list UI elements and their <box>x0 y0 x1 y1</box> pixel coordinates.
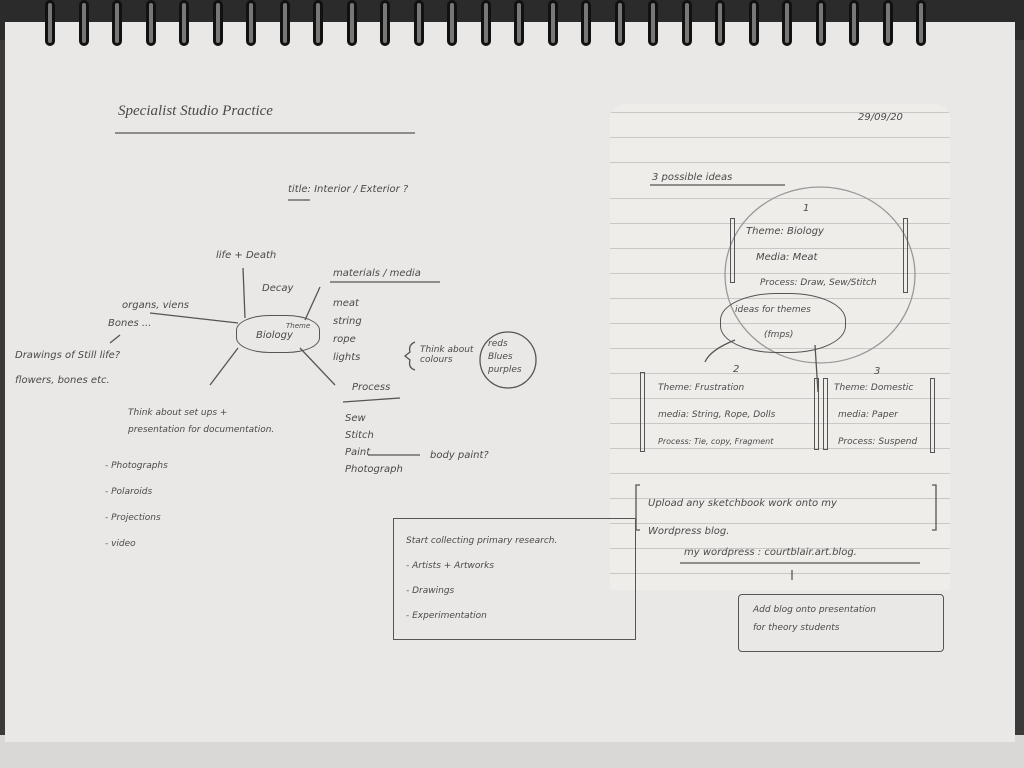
process-heading: Process <box>352 382 391 393</box>
binder-ring <box>246 0 256 46</box>
binder-ring <box>279 0 290 46</box>
binder-ring <box>145 0 156 46</box>
life-death: life + Death <box>216 250 277 261</box>
binder-ring <box>849 0 859 46</box>
title-line: title: Interior / Exterior ? <box>288 184 409 195</box>
binder-ring <box>614 0 625 46</box>
bones: Bones ... <box>108 318 152 329</box>
doc-item: - Projections <box>105 513 161 523</box>
binder-ring <box>581 0 591 46</box>
cloud-line: ideas for themes <box>735 305 811 315</box>
doc-item: - Photographs <box>105 461 168 471</box>
blog-line: Add blog onto presentation <box>753 605 877 615</box>
colours-note: Think about colours <box>420 345 474 365</box>
research-item: - Drawings <box>406 586 455 596</box>
bracket <box>730 218 735 283</box>
binder-ring <box>882 0 893 46</box>
biology-cloud <box>236 315 320 353</box>
date: 29/09/20 <box>858 112 903 123</box>
idea2-media: media: String, Rope, Dolls <box>658 410 776 420</box>
center-tag: Theme <box>286 322 311 330</box>
binder-ring <box>480 0 491 46</box>
colour: reds <box>488 339 508 349</box>
colour: Blues <box>488 352 513 362</box>
material: meat <box>333 298 359 309</box>
binder-ring <box>45 0 55 46</box>
research-item: - Experimentation <box>406 611 487 621</box>
materials-list: meat string rope lights <box>333 295 362 367</box>
process-item: Sew <box>345 413 366 424</box>
body-paint: body paint? <box>430 450 489 461</box>
upload-line: Wordpress blog. <box>648 526 730 537</box>
binder-ring <box>313 0 323 46</box>
binder-ring <box>916 0 926 46</box>
binder-ring <box>380 0 390 46</box>
idea2-process: Process: Tie, copy, Fragment <box>658 437 774 446</box>
binder-ring <box>514 0 524 46</box>
idea1-media: Media: Meat <box>756 252 818 263</box>
idea-number: 1 <box>803 203 810 214</box>
upload-line: Upload any sketchbook work onto my <box>648 498 837 509</box>
binder-ring <box>547 0 558 46</box>
bracket <box>823 378 828 450</box>
idea1-theme: Theme: Biology <box>746 226 824 237</box>
colour: purples <box>488 365 522 375</box>
bracket <box>930 378 935 453</box>
still-life: Drawings of Still life? <box>15 350 121 361</box>
binder-ring <box>179 0 189 46</box>
idea3-theme: Theme: Domestic <box>834 383 914 393</box>
cloud-line: (fmps) <box>764 330 794 340</box>
binder-ring <box>78 0 89 46</box>
ideas-cloud <box>720 293 846 353</box>
setups-note: Think about set ups + presentation for d… <box>128 405 274 439</box>
research-title: Start collecting primary research. <box>406 536 558 546</box>
idea2-theme: Theme: Frustration <box>658 383 745 393</box>
setups-line: Think about set ups + <box>128 408 228 418</box>
binder-ring <box>748 0 759 46</box>
idea-number: 2 <box>733 364 740 375</box>
flowers: flowers, bones etc. <box>15 375 110 386</box>
binder-ring <box>212 0 223 46</box>
bracket <box>814 378 819 450</box>
material: lights <box>333 352 361 363</box>
binder-ring <box>346 0 357 46</box>
blog-box: Add blog onto presentation for theory st… <box>738 594 944 652</box>
colours-list: reds Blues purples <box>488 338 522 377</box>
material: rope <box>333 334 356 345</box>
center-label: Biology <box>256 330 293 341</box>
process-list: Sew Stitch Paint Photograph <box>345 410 403 478</box>
material: string <box>333 316 362 327</box>
setups-line: presentation for documentation. <box>128 425 275 435</box>
process-item: Photograph <box>345 464 403 475</box>
page-title: Specialist Studio Practice <box>118 103 273 119</box>
documentation-list: - Photographs - Polaroids - Projections … <box>105 453 168 557</box>
research-box: Start collecting primary research. - Art… <box>393 518 636 640</box>
idea-number: 3 <box>874 366 881 377</box>
upload-note: Upload any sketchbook work onto my Wordp… <box>648 490 837 546</box>
process-item: Paint <box>345 447 371 458</box>
doc-item: - video <box>105 539 136 549</box>
binder-ring <box>715 0 725 46</box>
binder-ring <box>648 0 658 46</box>
process-item: Stitch <box>345 430 374 441</box>
idea3-media: media: Paper <box>838 410 898 420</box>
bracket <box>640 372 645 452</box>
binder-ring <box>815 0 826 46</box>
binder-ring <box>112 0 122 46</box>
binder-ring <box>782 0 792 46</box>
binder-ring <box>447 0 457 46</box>
research-item: - Artists + Artworks <box>406 561 495 571</box>
blog-line: for theory students <box>753 623 840 633</box>
decay: Decay <box>262 283 294 294</box>
wordpress-line: my wordpress : courtblair.art.blog. <box>684 547 857 558</box>
organs: organs, viens <box>122 300 190 311</box>
idea1-process: Process: Draw, Sew/Stitch <box>760 278 877 288</box>
ideas-heading: 3 possible ideas <box>652 172 733 183</box>
binder-ring <box>413 0 424 46</box>
bracket <box>903 218 908 293</box>
materials-heading: materials / media <box>333 268 421 279</box>
doc-item: - Polaroids <box>105 487 153 497</box>
binder-ring <box>681 0 692 46</box>
idea3-process: Process: Suspend <box>838 437 918 447</box>
